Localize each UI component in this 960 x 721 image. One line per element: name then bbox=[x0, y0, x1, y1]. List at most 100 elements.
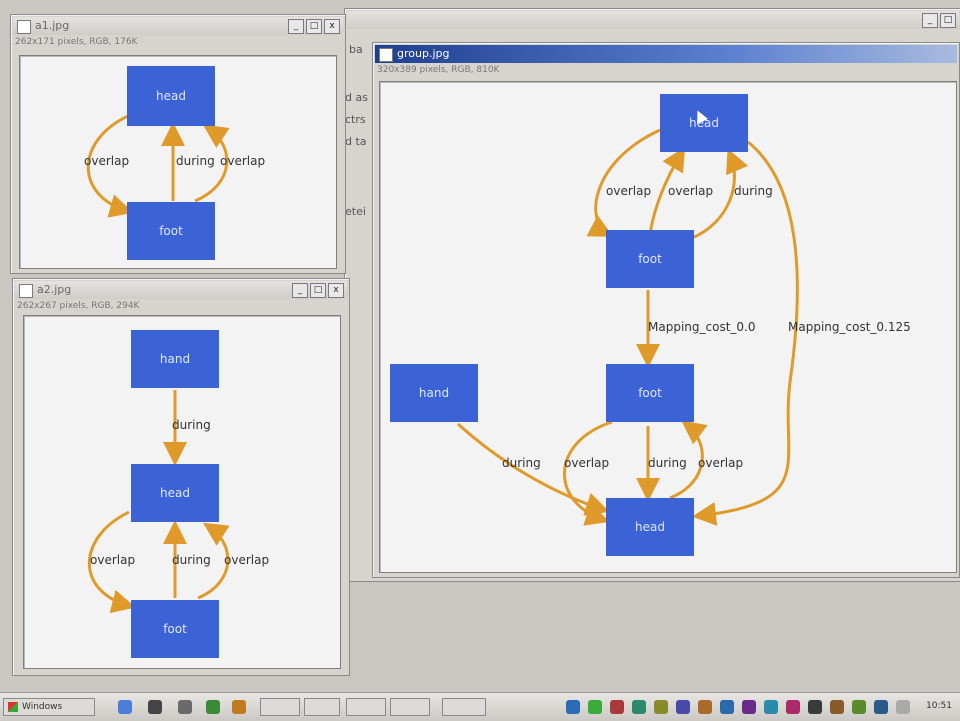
app-icon[interactable] bbox=[206, 700, 220, 714]
background-window-titlebar[interactable]: _ □ bbox=[347, 11, 959, 29]
tray-icons[interactable] bbox=[588, 700, 602, 714]
edge-label: overlap bbox=[606, 184, 652, 198]
graph-node-head-bottom[interactable]: head bbox=[606, 498, 694, 556]
tray-icons[interactable] bbox=[720, 700, 734, 714]
image-icon bbox=[379, 48, 393, 62]
edge-label: overlap bbox=[220, 154, 266, 168]
tray-icons[interactable] bbox=[874, 700, 888, 714]
image-info: 262x267 pixels, RGB, 294K bbox=[17, 301, 140, 311]
graph-node-head-top[interactable]: head bbox=[660, 94, 748, 152]
edge-overlap-left bbox=[88, 510, 136, 614]
graph-node-foot-1[interactable]: foot bbox=[606, 230, 694, 288]
graph-node-foot[interactable]: foot bbox=[127, 202, 215, 260]
background-text-5: etei bbox=[345, 205, 366, 218]
graph-node-hand[interactable]: hand bbox=[131, 330, 219, 388]
image-info: 320x389 pixels, RGB, 810K bbox=[377, 65, 500, 75]
maximize-button[interactable]: □ bbox=[940, 13, 956, 28]
graph-canvas: head foot hand foot head overlap overlap… bbox=[379, 81, 957, 573]
start-label: Windows bbox=[22, 702, 63, 712]
graph-node-foot[interactable]: foot bbox=[131, 600, 219, 658]
start-button[interactable]: Windows bbox=[3, 698, 95, 716]
folder-icon[interactable] bbox=[148, 700, 162, 714]
image-info: 262x171 pixels, RGB, 176K bbox=[15, 37, 138, 47]
edge-label: during bbox=[172, 553, 211, 567]
taskbar-window-button[interactable] bbox=[260, 698, 300, 716]
edge-label: overlap bbox=[668, 184, 714, 198]
taskbar-window-button[interactable] bbox=[390, 698, 430, 716]
background-text-4: d ta bbox=[345, 135, 367, 148]
image-icon bbox=[17, 20, 31, 34]
edge-overlap-foot1-headtop bbox=[648, 146, 686, 235]
graph-node-head[interactable]: head bbox=[127, 66, 215, 126]
maximize-button[interactable]: □ bbox=[310, 283, 326, 298]
taskbar-window-button[interactable] bbox=[442, 698, 486, 716]
close-button[interactable]: x bbox=[328, 283, 344, 298]
window-title: a1.jpg bbox=[35, 19, 70, 32]
taskbar-window-button[interactable] bbox=[304, 698, 340, 716]
media-icon[interactable] bbox=[178, 700, 192, 714]
tray-icons[interactable] bbox=[676, 700, 690, 714]
tray-icons[interactable] bbox=[610, 700, 624, 714]
minimize-button[interactable]: _ bbox=[922, 13, 938, 28]
clock: 10:51 bbox=[926, 701, 952, 711]
tray-icons[interactable] bbox=[786, 700, 800, 714]
maximize-button[interactable]: □ bbox=[306, 19, 322, 34]
image-icon bbox=[19, 284, 33, 298]
window-title: a2.jpg bbox=[37, 283, 72, 296]
image-window-a1[interactable]: a1.jpg _ □ x 262x171 pixels, RGB, 176K h… bbox=[10, 14, 346, 274]
window-titlebar[interactable]: group.jpg bbox=[375, 45, 957, 63]
graph-node-head[interactable]: head bbox=[131, 464, 219, 522]
edge-overlap-foot2-headbottom bbox=[563, 420, 613, 526]
edge-label: overlap bbox=[224, 553, 270, 567]
edge-overlap-right bbox=[194, 124, 230, 203]
edge-mapping-0125 bbox=[692, 140, 799, 526]
edge-overlap-right bbox=[197, 522, 230, 600]
tray-icons[interactable] bbox=[896, 700, 910, 714]
edge-label: during bbox=[502, 456, 541, 470]
app-icon[interactable] bbox=[232, 700, 246, 714]
window-titlebar[interactable]: a1.jpg _ □ x bbox=[13, 17, 343, 35]
start-icon bbox=[8, 702, 18, 712]
tray-icons[interactable] bbox=[698, 700, 712, 714]
tray-icons[interactable] bbox=[764, 700, 778, 714]
edge-overlap-left bbox=[86, 114, 134, 218]
tray-icons[interactable] bbox=[654, 700, 668, 714]
edge-label: overlap bbox=[84, 154, 130, 168]
edge-label: during bbox=[172, 418, 211, 432]
edge-label: during bbox=[176, 154, 215, 168]
graph-canvas: hand head foot during overlap during ove… bbox=[23, 315, 341, 669]
edge-layer bbox=[88, 390, 230, 614]
edge-during-foot1-headtop bbox=[691, 148, 749, 240]
graph-canvas: head foot overlap during overlap bbox=[19, 55, 337, 269]
edge-overlap-headbottom-foot2 bbox=[669, 420, 708, 500]
tray-icons[interactable] bbox=[632, 700, 646, 714]
taskbar-window-button[interactable] bbox=[346, 698, 386, 716]
edge-label: overlap bbox=[564, 456, 610, 470]
edge-label: Mapping_cost_0.125 bbox=[788, 320, 911, 334]
image-window-group[interactable]: group.jpg 320x389 pixels, RGB, 810K head… bbox=[372, 42, 960, 578]
image-window-a2[interactable]: a2.jpg _ □ x 262x267 pixels, RGB, 294K h… bbox=[12, 278, 350, 676]
window-titlebar[interactable]: a2.jpg _ □ x bbox=[15, 281, 347, 299]
tray-icons[interactable] bbox=[808, 700, 822, 714]
background-text-2: d as bbox=[345, 91, 368, 104]
edge-overlap-headtop-foot1 bbox=[586, 128, 661, 237]
graph-node-hand[interactable]: hand bbox=[390, 364, 478, 422]
tray-icons[interactable] bbox=[566, 700, 580, 714]
minimize-button[interactable]: _ bbox=[292, 283, 308, 298]
background-text-1: ba bbox=[349, 43, 363, 56]
edge-label: during bbox=[648, 456, 687, 470]
tray-icons[interactable] bbox=[830, 700, 844, 714]
browser-icon[interactable] bbox=[118, 700, 132, 714]
background-text-3: ctrs bbox=[345, 113, 366, 126]
tray-icons[interactable] bbox=[742, 700, 756, 714]
edge-label: during bbox=[734, 184, 773, 198]
tray-icons[interactable] bbox=[852, 700, 866, 714]
taskbar: Windows 10:51 bbox=[0, 692, 960, 721]
edge-label: Mapping_cost_0.0 bbox=[648, 320, 756, 334]
minimize-button[interactable]: _ bbox=[288, 19, 304, 34]
window-title: group.jpg bbox=[397, 47, 450, 60]
close-button[interactable]: x bbox=[324, 19, 340, 34]
edge-label: overlap bbox=[90, 553, 136, 567]
graph-node-foot-2[interactable]: foot bbox=[606, 364, 694, 422]
edge-layer bbox=[86, 114, 230, 218]
